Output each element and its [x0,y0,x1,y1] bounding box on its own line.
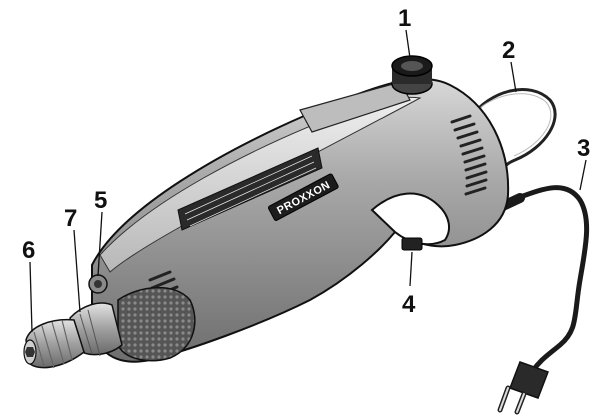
collar-thread [69,302,123,356]
callout-5: 5 [94,187,107,214]
leader-6 [29,261,33,333]
on-off-switch [401,237,423,251]
rubber-grip [117,286,196,362]
callout-2: 2 [502,37,515,64]
power-cord [509,185,590,375]
leader-2 [510,61,517,93]
power-plug [497,361,549,415]
brand-badge [267,173,339,221]
speed-dial [391,55,433,95]
spindle-lock-button [88,274,108,294]
leader-3 [579,159,587,191]
leader-5 [97,211,103,277]
leader-7 [73,229,81,313]
rating-label [177,147,323,231]
chuck [23,318,85,369]
leader-1 [405,29,411,59]
leader-4 [409,251,413,287]
callout-7: 7 [64,205,77,232]
callout-3: 3 [577,135,590,162]
callout-1: 1 [398,5,411,32]
callout-4: 4 [402,291,416,318]
callout-6: 6 [22,237,35,264]
rear-vents [450,114,488,196]
